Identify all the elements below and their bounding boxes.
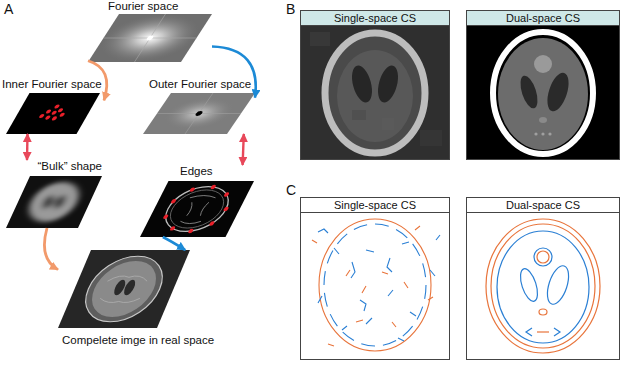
dual-space-reconstruction [467, 25, 619, 159]
image-plane: Fourier space [88, 0, 212, 62]
single-space-edge-map [312, 219, 440, 351]
result-panel: Single-space CS [300, 10, 450, 160]
complete-image-plane [58, 250, 190, 328]
panel-header: Dual-space CS [467, 198, 619, 213]
outer-fourier-plane [143, 93, 255, 134]
image-plane: Inner Fourier space [2, 78, 104, 134]
panel-header: Single-space CS [301, 11, 449, 26]
panel-letter: C [286, 182, 296, 198]
result-panel: Single-space CS [300, 197, 450, 360]
panel-header: Dual-space CS [467, 11, 619, 26]
flow-arrow [243, 134, 244, 165]
inner-fourier-plane [6, 93, 100, 134]
single-space-reconstruction [301, 25, 449, 159]
panel-letter: B [286, 1, 295, 17]
panel-header: Single-space CS [301, 198, 449, 213]
plane-label: Outer Fourier space [149, 78, 251, 91]
flow-arrow [44, 228, 58, 270]
dual-space-edge-map [486, 219, 600, 353]
edges-plane [140, 181, 254, 237]
result-panel: Dual-space CS [466, 197, 620, 360]
plane-label: Inner Fourier space [2, 78, 102, 91]
plane-label: Edges [180, 165, 213, 178]
image-plane: Edges [140, 165, 254, 237]
bulk-shape-plane [6, 176, 102, 228]
result-panel: Dual-space CS [466, 10, 620, 160]
flow-arrow [163, 237, 185, 250]
image-plane: Outer Fourier space [143, 78, 255, 134]
panel-letter: A [4, 1, 13, 17]
fourier-plane [88, 14, 212, 62]
image-plane: “Bulk” shape [2, 160, 102, 228]
image-plane: Compelete imge in real space [58, 250, 230, 348]
plane-label: Compelete imge in real space [62, 334, 214, 347]
flow-arrow [26, 134, 29, 160]
plane-label: Fourier space [108, 0, 178, 13]
plane-label: “Bulk” shape [37, 160, 102, 173]
